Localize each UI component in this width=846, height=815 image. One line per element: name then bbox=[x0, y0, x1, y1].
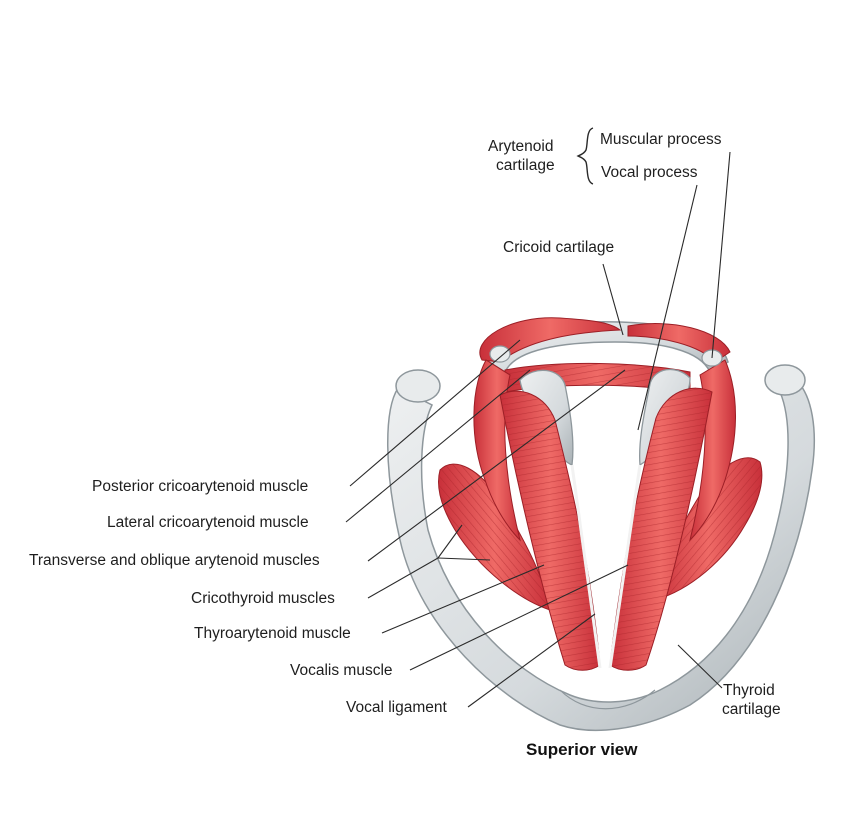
leader-lines bbox=[345, 127, 731, 708]
label-thyroid: Thyroid bbox=[723, 682, 775, 699]
thyroarytenoid-muscle-shapes bbox=[499, 387, 713, 671]
label-lateral-cricoarytenoid: Lateral cricoarytenoid muscle bbox=[107, 514, 309, 531]
label-vocal-ligament: Vocal ligament bbox=[346, 699, 447, 716]
label-transverse-oblique-arytenoid: Transverse and oblique arytenoid muscles bbox=[29, 552, 320, 569]
label-posterior-cricoarytenoid: Posterior cricoarytenoid muscle bbox=[92, 478, 309, 495]
label-vocal-process: Vocal process bbox=[601, 164, 698, 181]
cricothyroid-muscle-shapes bbox=[438, 457, 763, 611]
thyroid-cartilage-shape bbox=[387, 364, 815, 732]
label-thyroid-cartilage: cartilage bbox=[722, 701, 781, 718]
lateral-muscle-shapes bbox=[473, 359, 736, 542]
label-thyroarytenoid: Thyroarytenoid muscle bbox=[194, 625, 351, 642]
figure-caption: Superior view bbox=[526, 740, 638, 759]
label-cricothyroid: Cricothyroid muscles bbox=[191, 590, 335, 607]
label-arytenoid: Arytenoid bbox=[488, 138, 554, 155]
label-muscular-process: Muscular process bbox=[600, 131, 722, 148]
label-arytenoid-cartilage: cartilage bbox=[496, 157, 555, 174]
label-vocalis: Vocalis muscle bbox=[290, 662, 393, 679]
label-cricoid-cartilage: Cricoid cartilage bbox=[503, 239, 615, 256]
